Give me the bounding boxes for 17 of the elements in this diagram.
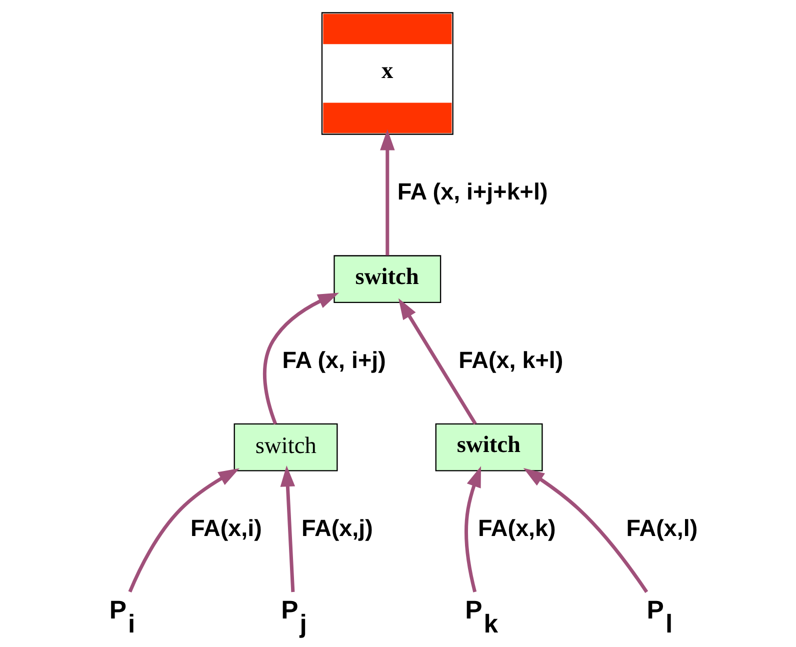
edge-label: FA (x, i+j) [282, 346, 386, 373]
edge-label: FA(x, k+l) [458, 346, 563, 373]
edge-label: FA(x,j) [301, 515, 372, 542]
arrow [464, 466, 480, 592]
arrow [280, 466, 295, 592]
arrow [128, 468, 240, 593]
node-box: switch [233, 423, 338, 472]
arrow [262, 292, 339, 425]
node-box: switch [434, 423, 542, 472]
arrow [398, 298, 476, 425]
edge-label: FA(x,i) [190, 515, 262, 542]
edge-label: FA(x,l) [626, 515, 698, 542]
edge-label: FA (x, i+j+k+l) [396, 178, 548, 205]
arrow [380, 129, 394, 256]
arrow [522, 468, 648, 593]
node-box: switch [333, 255, 441, 304]
edge-label: FA(x,k) [477, 515, 556, 542]
